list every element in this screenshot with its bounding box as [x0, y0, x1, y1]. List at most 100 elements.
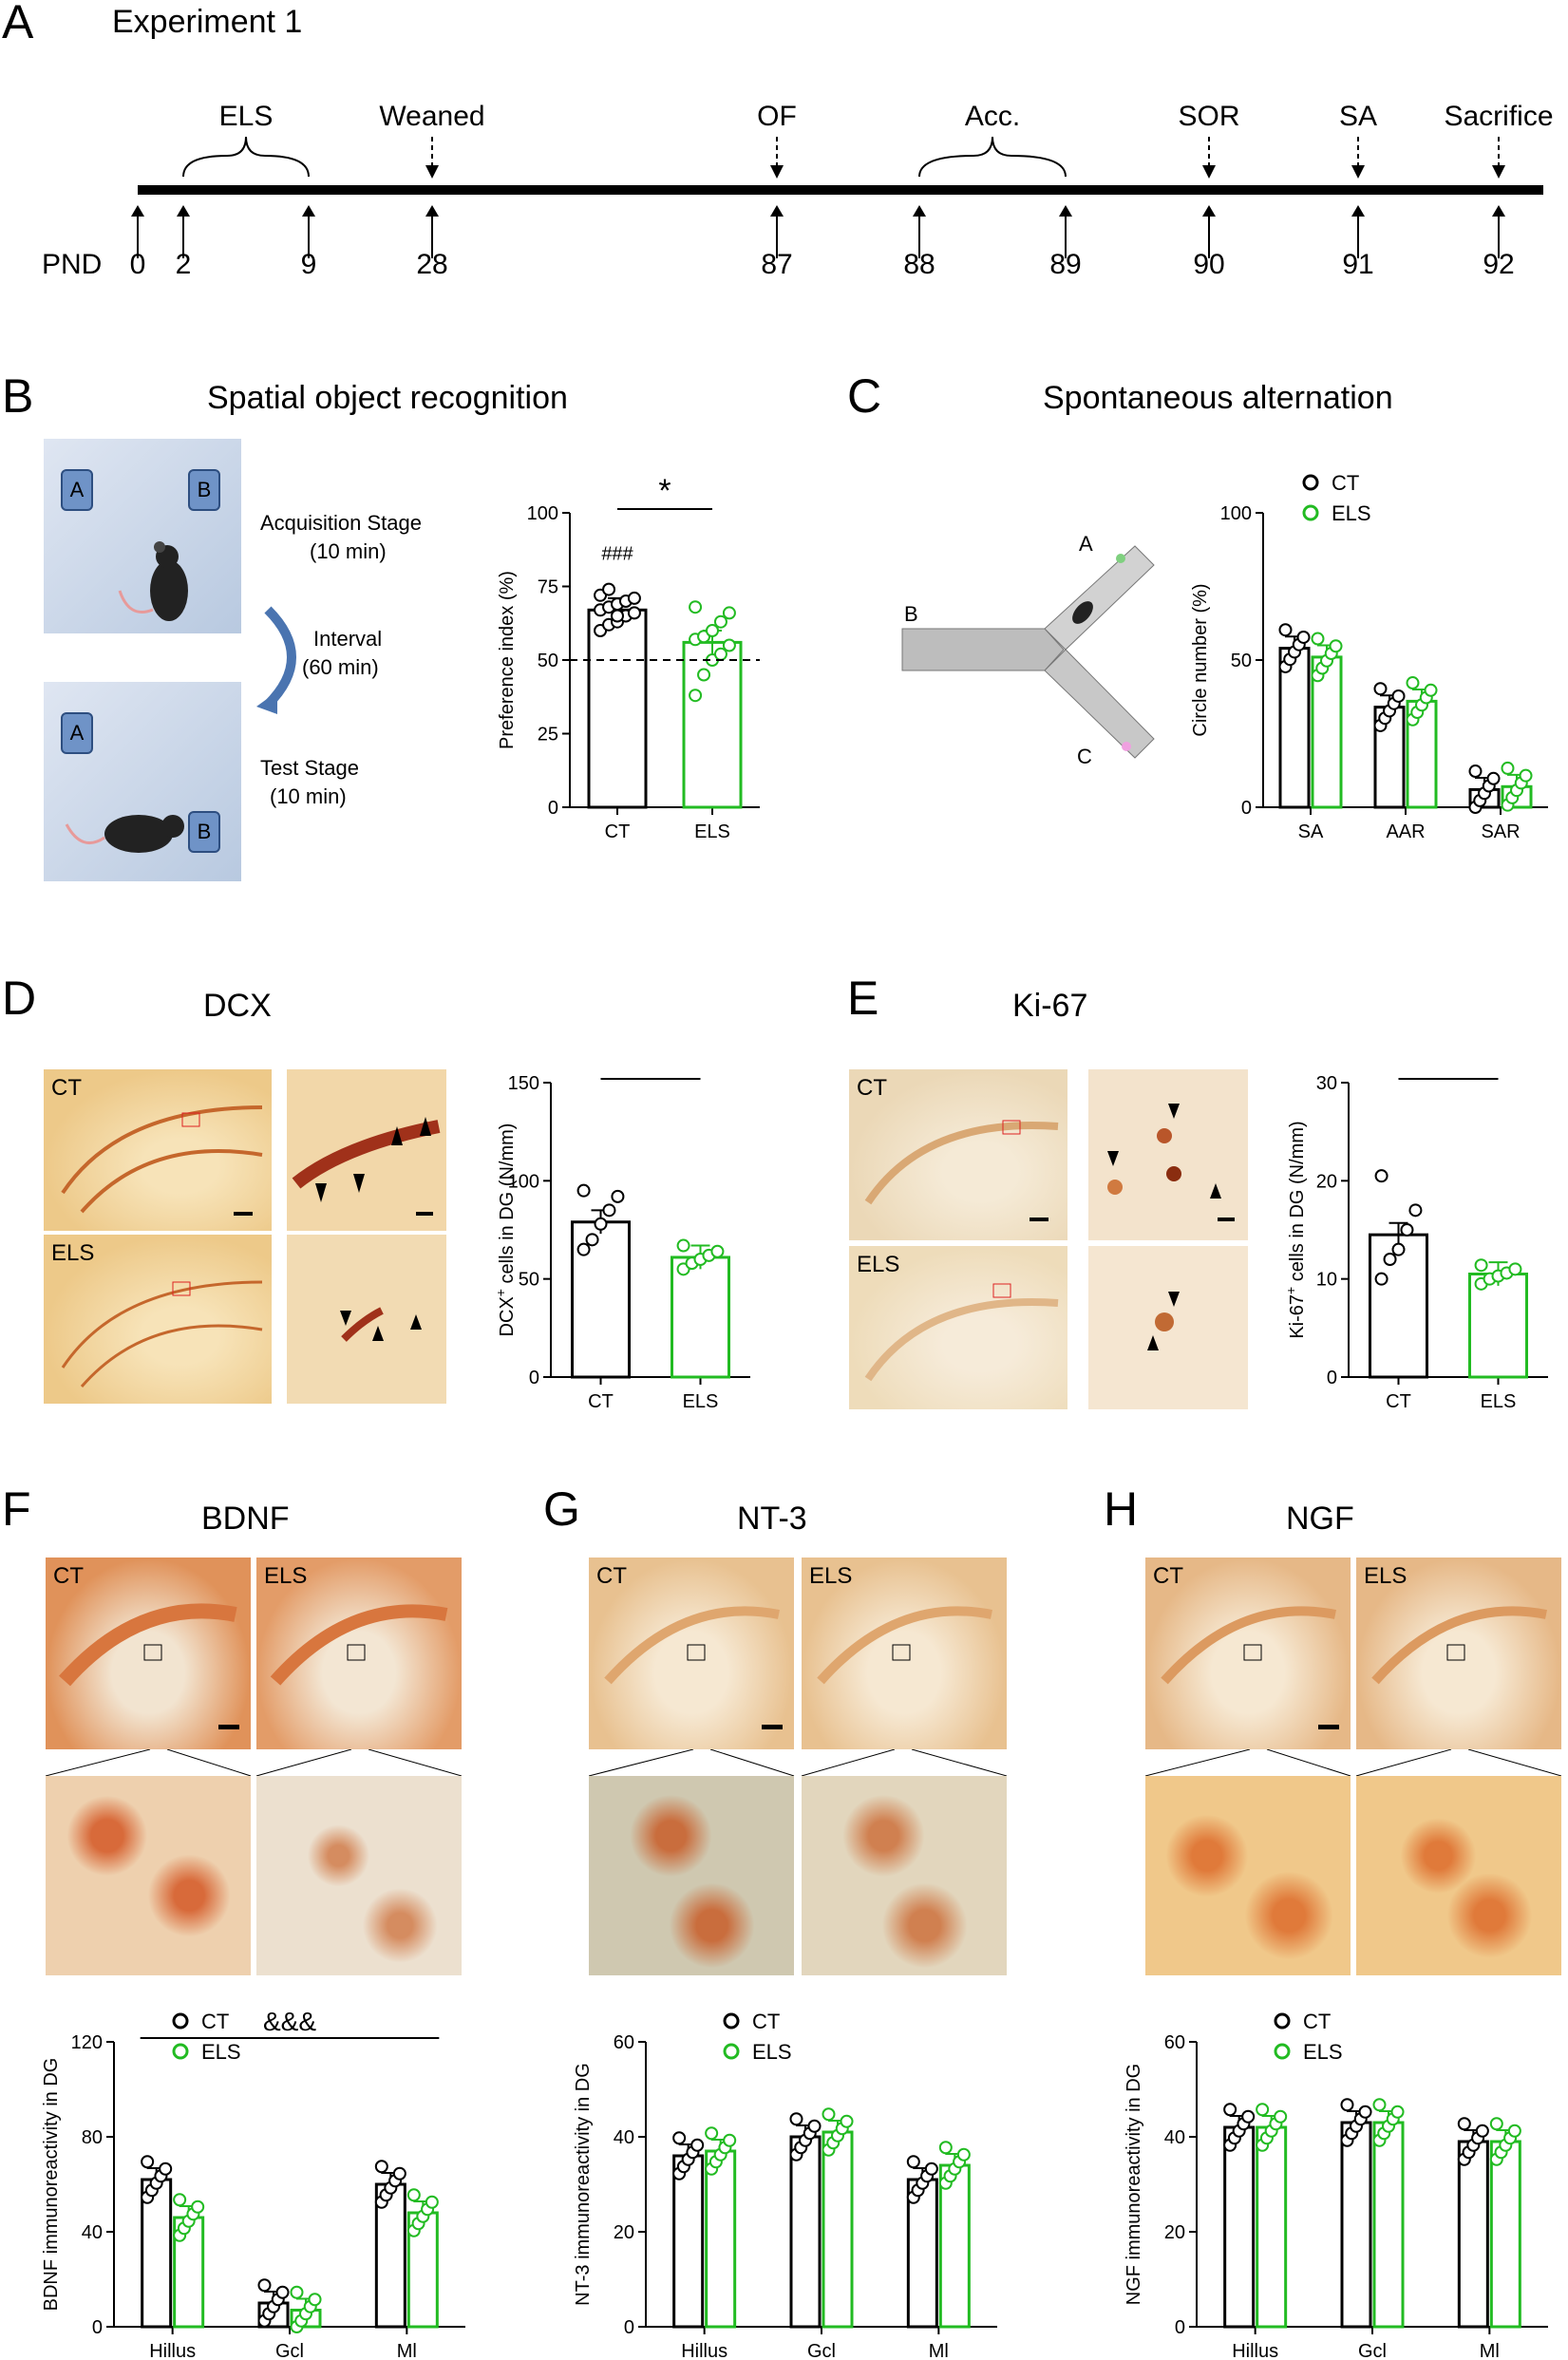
data-point — [1278, 623, 1293, 637]
arrow-head — [302, 205, 315, 217]
y-tick-label: 0 — [624, 2317, 634, 2338]
event-brace — [182, 136, 310, 178]
panel-letter-g: G — [543, 1482, 580, 1536]
data-point — [676, 1238, 690, 1253]
data-point — [789, 2112, 803, 2126]
arrow-head — [1492, 165, 1505, 179]
data-point — [141, 2155, 155, 2169]
y-tick-label: 10 — [1316, 1270, 1337, 1291]
interval-arrow-icon — [256, 606, 296, 714]
zoom-lines — [46, 1749, 462, 1776]
data-point — [822, 2107, 836, 2122]
ki67-els-image: ELS — [849, 1246, 1067, 1409]
y-tick-label: 20 — [1164, 2222, 1185, 2243]
panel-c-title: Spontaneous alternation — [1043, 380, 1393, 416]
legend-label: CT — [1332, 471, 1359, 495]
y-tick-label: 40 — [82, 2222, 103, 2243]
event-label: SOR — [1178, 101, 1239, 132]
day-label: 9 — [301, 249, 317, 280]
hippocampus-shape — [270, 1604, 448, 1686]
ki67-ct-zoom-image — [1088, 1069, 1248, 1240]
y-axis-label: NT-3 immunoreactivity in DG — [573, 2063, 594, 2306]
ngf-els-zoom-image — [1356, 1776, 1561, 1975]
ki67-ct-label: CT — [857, 1075, 887, 1101]
object-a-test: A — [61, 712, 93, 754]
data-point — [938, 2141, 953, 2155]
arrow-head — [1351, 205, 1365, 217]
data-point — [1501, 761, 1515, 775]
dcx-ct-label: CT — [51, 1075, 82, 1101]
bdnf-ct-zoom-image — [46, 1776, 251, 1975]
panel-letter-e: E — [847, 972, 879, 1025]
hippocampus-shape — [1161, 1606, 1339, 1729]
bar — [1489, 2140, 1521, 2329]
data-point — [1457, 2117, 1471, 2131]
data-point — [1406, 676, 1420, 690]
bar — [682, 640, 743, 809]
x-tick-label: SAR — [1481, 821, 1520, 842]
nt3-ct-zoom-image — [589, 1776, 794, 1975]
data-point — [191, 2200, 205, 2214]
arrow-head — [1202, 205, 1216, 217]
nt3-els-label: ELS — [809, 1563, 853, 1589]
day-label: 87 — [761, 249, 792, 280]
y-axis-label: Circle number (%) — [1190, 583, 1211, 736]
legend-label: ELS — [752, 2040, 792, 2064]
data-point — [1519, 768, 1533, 783]
y-tick-label: 20 — [1316, 1171, 1337, 1192]
data-point — [1296, 630, 1311, 644]
day-label: 88 — [903, 249, 935, 280]
y-tick-label: 80 — [82, 2127, 103, 2148]
y-axis-label: DCX+ cells in DG (N/mm) — [493, 1123, 518, 1337]
data-point — [594, 1217, 608, 1231]
data-point — [1256, 2103, 1270, 2117]
ngf-ct-image: CT — [1145, 1558, 1351, 1749]
panel-h-title: NGF — [1286, 1501, 1354, 1537]
dentate-gyrus-shape — [61, 1280, 263, 1388]
data-point — [1391, 1242, 1406, 1256]
bar — [1369, 1233, 1428, 1379]
data-point — [722, 638, 736, 652]
data-point — [906, 2155, 920, 2169]
data-point — [1358, 2105, 1372, 2119]
bar — [1372, 2121, 1405, 2329]
data-point — [840, 2114, 854, 2128]
ki67-els-zoom-image — [1088, 1246, 1248, 1409]
data-point — [1486, 771, 1501, 785]
acq-time: (10 min) — [310, 539, 387, 563]
day-label: 0 — [130, 249, 146, 280]
legend-marker — [172, 2012, 189, 2030]
legend-marker — [1274, 2012, 1291, 2030]
event-label: Acc. — [965, 101, 1020, 132]
dcx-cells — [340, 1307, 422, 1342]
dcx-ct-image: CT — [44, 1069, 272, 1231]
data-point — [1374, 1272, 1389, 1286]
sor-arena-acquisition: A B — [44, 439, 241, 633]
data-point — [290, 2285, 304, 2299]
y-tick-label: 0 — [529, 1368, 539, 1388]
data-point — [406, 2188, 421, 2202]
ki67-cells — [1107, 1104, 1235, 1221]
y-tick-label: 50 — [1231, 651, 1252, 671]
panel-letter-d: D — [2, 972, 37, 1025]
day-label: 92 — [1483, 249, 1514, 280]
y-tick-label: 0 — [1175, 2317, 1185, 2338]
arm-a-label: A — [1079, 532, 1093, 556]
bdnf-els-zoom-image — [256, 1776, 462, 1975]
data-point — [705, 2126, 719, 2141]
x-tick-label: SA — [1298, 821, 1324, 842]
data-point — [1475, 2124, 1489, 2138]
x-tick-label: Ml — [929, 2341, 949, 2360]
bar — [822, 2130, 854, 2329]
object-a: A — [61, 469, 93, 511]
arm-b-label: B — [904, 602, 918, 626]
y-tick-label: 50 — [519, 1270, 539, 1291]
data-point — [627, 591, 641, 605]
ki67-cells — [1147, 1292, 1180, 1350]
data-point — [1329, 639, 1343, 653]
dcx-els-label: ELS — [51, 1240, 95, 1266]
